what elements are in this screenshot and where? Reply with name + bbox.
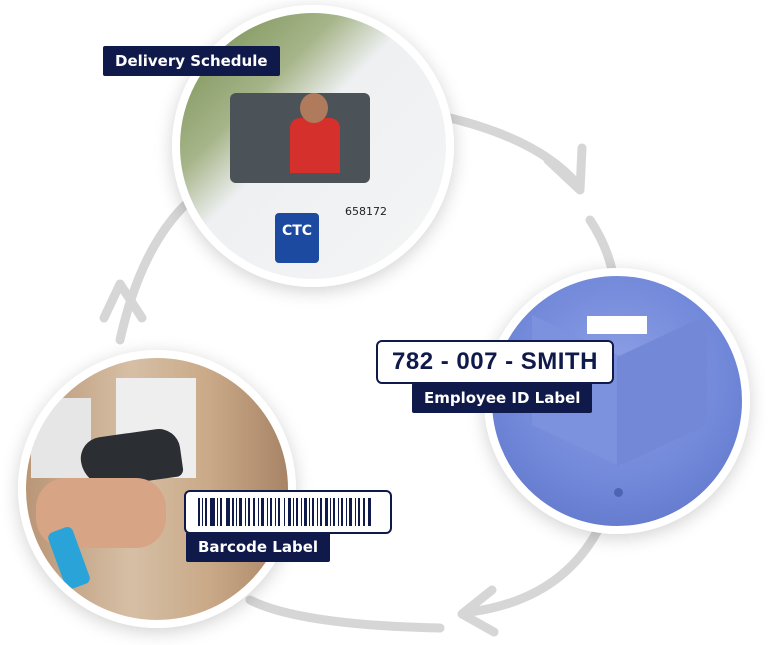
truck-number: 658172: [345, 205, 387, 218]
arrow-bottom-to-left: [245, 595, 445, 633]
barcode-icon: [198, 498, 371, 526]
arrowhead-icon: [99, 279, 147, 323]
barcode-bubble: [184, 490, 392, 534]
arrow-left-to-top: [115, 200, 190, 345]
arrow-right-to-bottom: [465, 525, 603, 617]
arrowhead-icon: [457, 585, 499, 637]
barcode-scanner-photo: [18, 350, 296, 628]
employee-id-value: 782 - 007 - SMITH: [392, 348, 598, 375]
delivery-schedule-label: Delivery Schedule: [103, 46, 280, 76]
employee-id-bubble: 782 - 007 - SMITH: [376, 340, 614, 384]
barcode-label: Barcode Label: [186, 532, 331, 562]
arrowhead-icon: [543, 143, 587, 195]
employee-id-label: Employee ID Label: [412, 383, 593, 413]
truck-logo: CTC: [275, 213, 319, 263]
delivery-truck-photo: CTC 658172: [172, 5, 454, 287]
